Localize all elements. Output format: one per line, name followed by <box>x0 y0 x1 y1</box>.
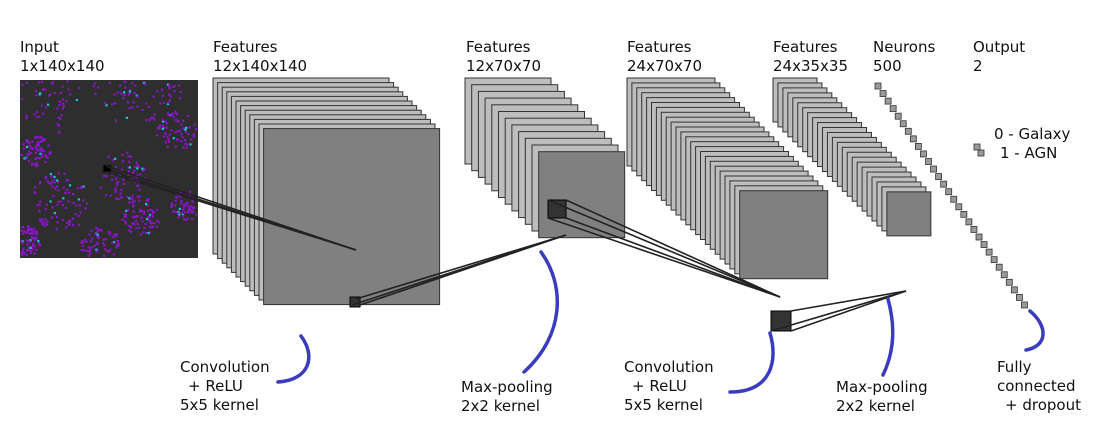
conv1-line-2: + ReLU <box>188 377 243 395</box>
conv2-line-3: 5x5 kernel <box>624 396 703 414</box>
feature-stack-3 <box>626 77 829 280</box>
neurons-title: Neurons <box>873 38 936 56</box>
receptive-field-line <box>547 199 781 298</box>
fc-line-1: Fully <box>997 358 1032 376</box>
fc-neuron <box>899 120 907 128</box>
conv2-line-2: + ReLU <box>632 377 687 395</box>
receptive-field-line <box>547 217 781 298</box>
fc-neuron <box>884 97 892 105</box>
receptive-field-line <box>105 171 357 251</box>
features4-title: Features <box>773 38 838 56</box>
conv1-curve <box>276 334 311 384</box>
class-label-1: 1 - AGN <box>1000 144 1058 162</box>
pool2-line-2: 2x2 kernel <box>836 397 915 415</box>
fc-neuron <box>970 226 978 233</box>
features4-size: 24x35x35 <box>773 57 849 75</box>
fc-neuron <box>965 218 973 226</box>
feature-stack-3-map <box>739 190 829 280</box>
fc-neuron <box>950 195 958 203</box>
conv1-line-3: 5x5 kernel <box>180 396 259 414</box>
receptive-field-line <box>351 234 567 306</box>
feature-stack-2-map <box>538 151 626 239</box>
pool1-kernel-window <box>547 199 567 219</box>
conv1-line-1: Convolution <box>180 358 270 376</box>
fc-neuron <box>874 82 882 90</box>
neurons-size: 500 <box>873 57 902 75</box>
fc-neuron <box>894 112 902 120</box>
feature-stack-4 <box>772 77 932 237</box>
fc-line-3: + dropout <box>1005 396 1081 414</box>
pool1-line-1: Max-pooling <box>461 378 553 396</box>
fc-neuron <box>960 210 968 218</box>
fc-neuron <box>889 105 897 113</box>
output-neuron-0 <box>973 143 981 151</box>
receptive-field-line <box>790 290 907 332</box>
receptive-field-line <box>770 290 907 332</box>
fc-neuron <box>1021 301 1028 309</box>
class-label-0: 0 - Galaxy <box>994 125 1071 143</box>
pool2-curve <box>881 297 895 377</box>
fc-curve <box>1024 309 1045 352</box>
fc-neuron <box>930 165 937 173</box>
features2-size: 12x70x70 <box>466 57 542 75</box>
feature-stack-2 <box>464 77 626 239</box>
fc-neuron <box>1000 271 1008 279</box>
fc-neuron <box>904 127 912 135</box>
output-neuron-1 <box>977 149 985 157</box>
fc-neuron <box>1005 278 1013 286</box>
fc-neuron <box>1016 293 1023 301</box>
fc-neuron <box>990 256 998 264</box>
fc-neuron <box>879 90 887 97</box>
features1-size: 12x140x140 <box>213 57 308 75</box>
receptive-field-line <box>565 199 781 298</box>
conv2-curve <box>728 331 775 394</box>
fc-neuron <box>915 142 922 150</box>
features3-size: 24x70x70 <box>627 57 703 75</box>
features3-title: Features <box>627 38 692 56</box>
receptive-field-line <box>565 217 781 298</box>
fc-neuron <box>1010 286 1018 294</box>
feature-stack-4-map <box>886 191 932 237</box>
feature-stack-1-map <box>263 128 441 306</box>
output-size: 2 <box>973 57 983 75</box>
input-title: Input <box>20 38 59 56</box>
fc-neuron <box>920 150 927 158</box>
fc-neuron <box>909 135 917 143</box>
fc-neuron <box>975 233 983 241</box>
fc-neuron <box>940 180 948 188</box>
features1-title: Features <box>213 38 278 56</box>
receptive-field-line <box>790 290 907 312</box>
input-image <box>20 80 198 258</box>
pool1-line-2: 2x2 kernel <box>461 397 540 415</box>
fc-line-2: connected <box>997 377 1076 395</box>
feature-stack-1 <box>212 77 441 306</box>
fc-neuron <box>985 248 993 256</box>
pool2-line-1: Max-pooling <box>836 378 928 396</box>
features2-title: Features <box>466 38 531 56</box>
fc-neuron <box>995 263 1003 271</box>
fc-neuron <box>980 241 988 248</box>
output-title: Output <box>973 38 1026 56</box>
fc-neuron <box>955 203 963 211</box>
conv2-line-1: Convolution <box>624 358 714 376</box>
fc-neuron <box>945 188 953 196</box>
input-size: 1x140x140 <box>20 57 105 75</box>
pool1-curve <box>522 250 559 374</box>
fc-neuron <box>935 173 942 181</box>
fc-neuron <box>925 158 932 165</box>
